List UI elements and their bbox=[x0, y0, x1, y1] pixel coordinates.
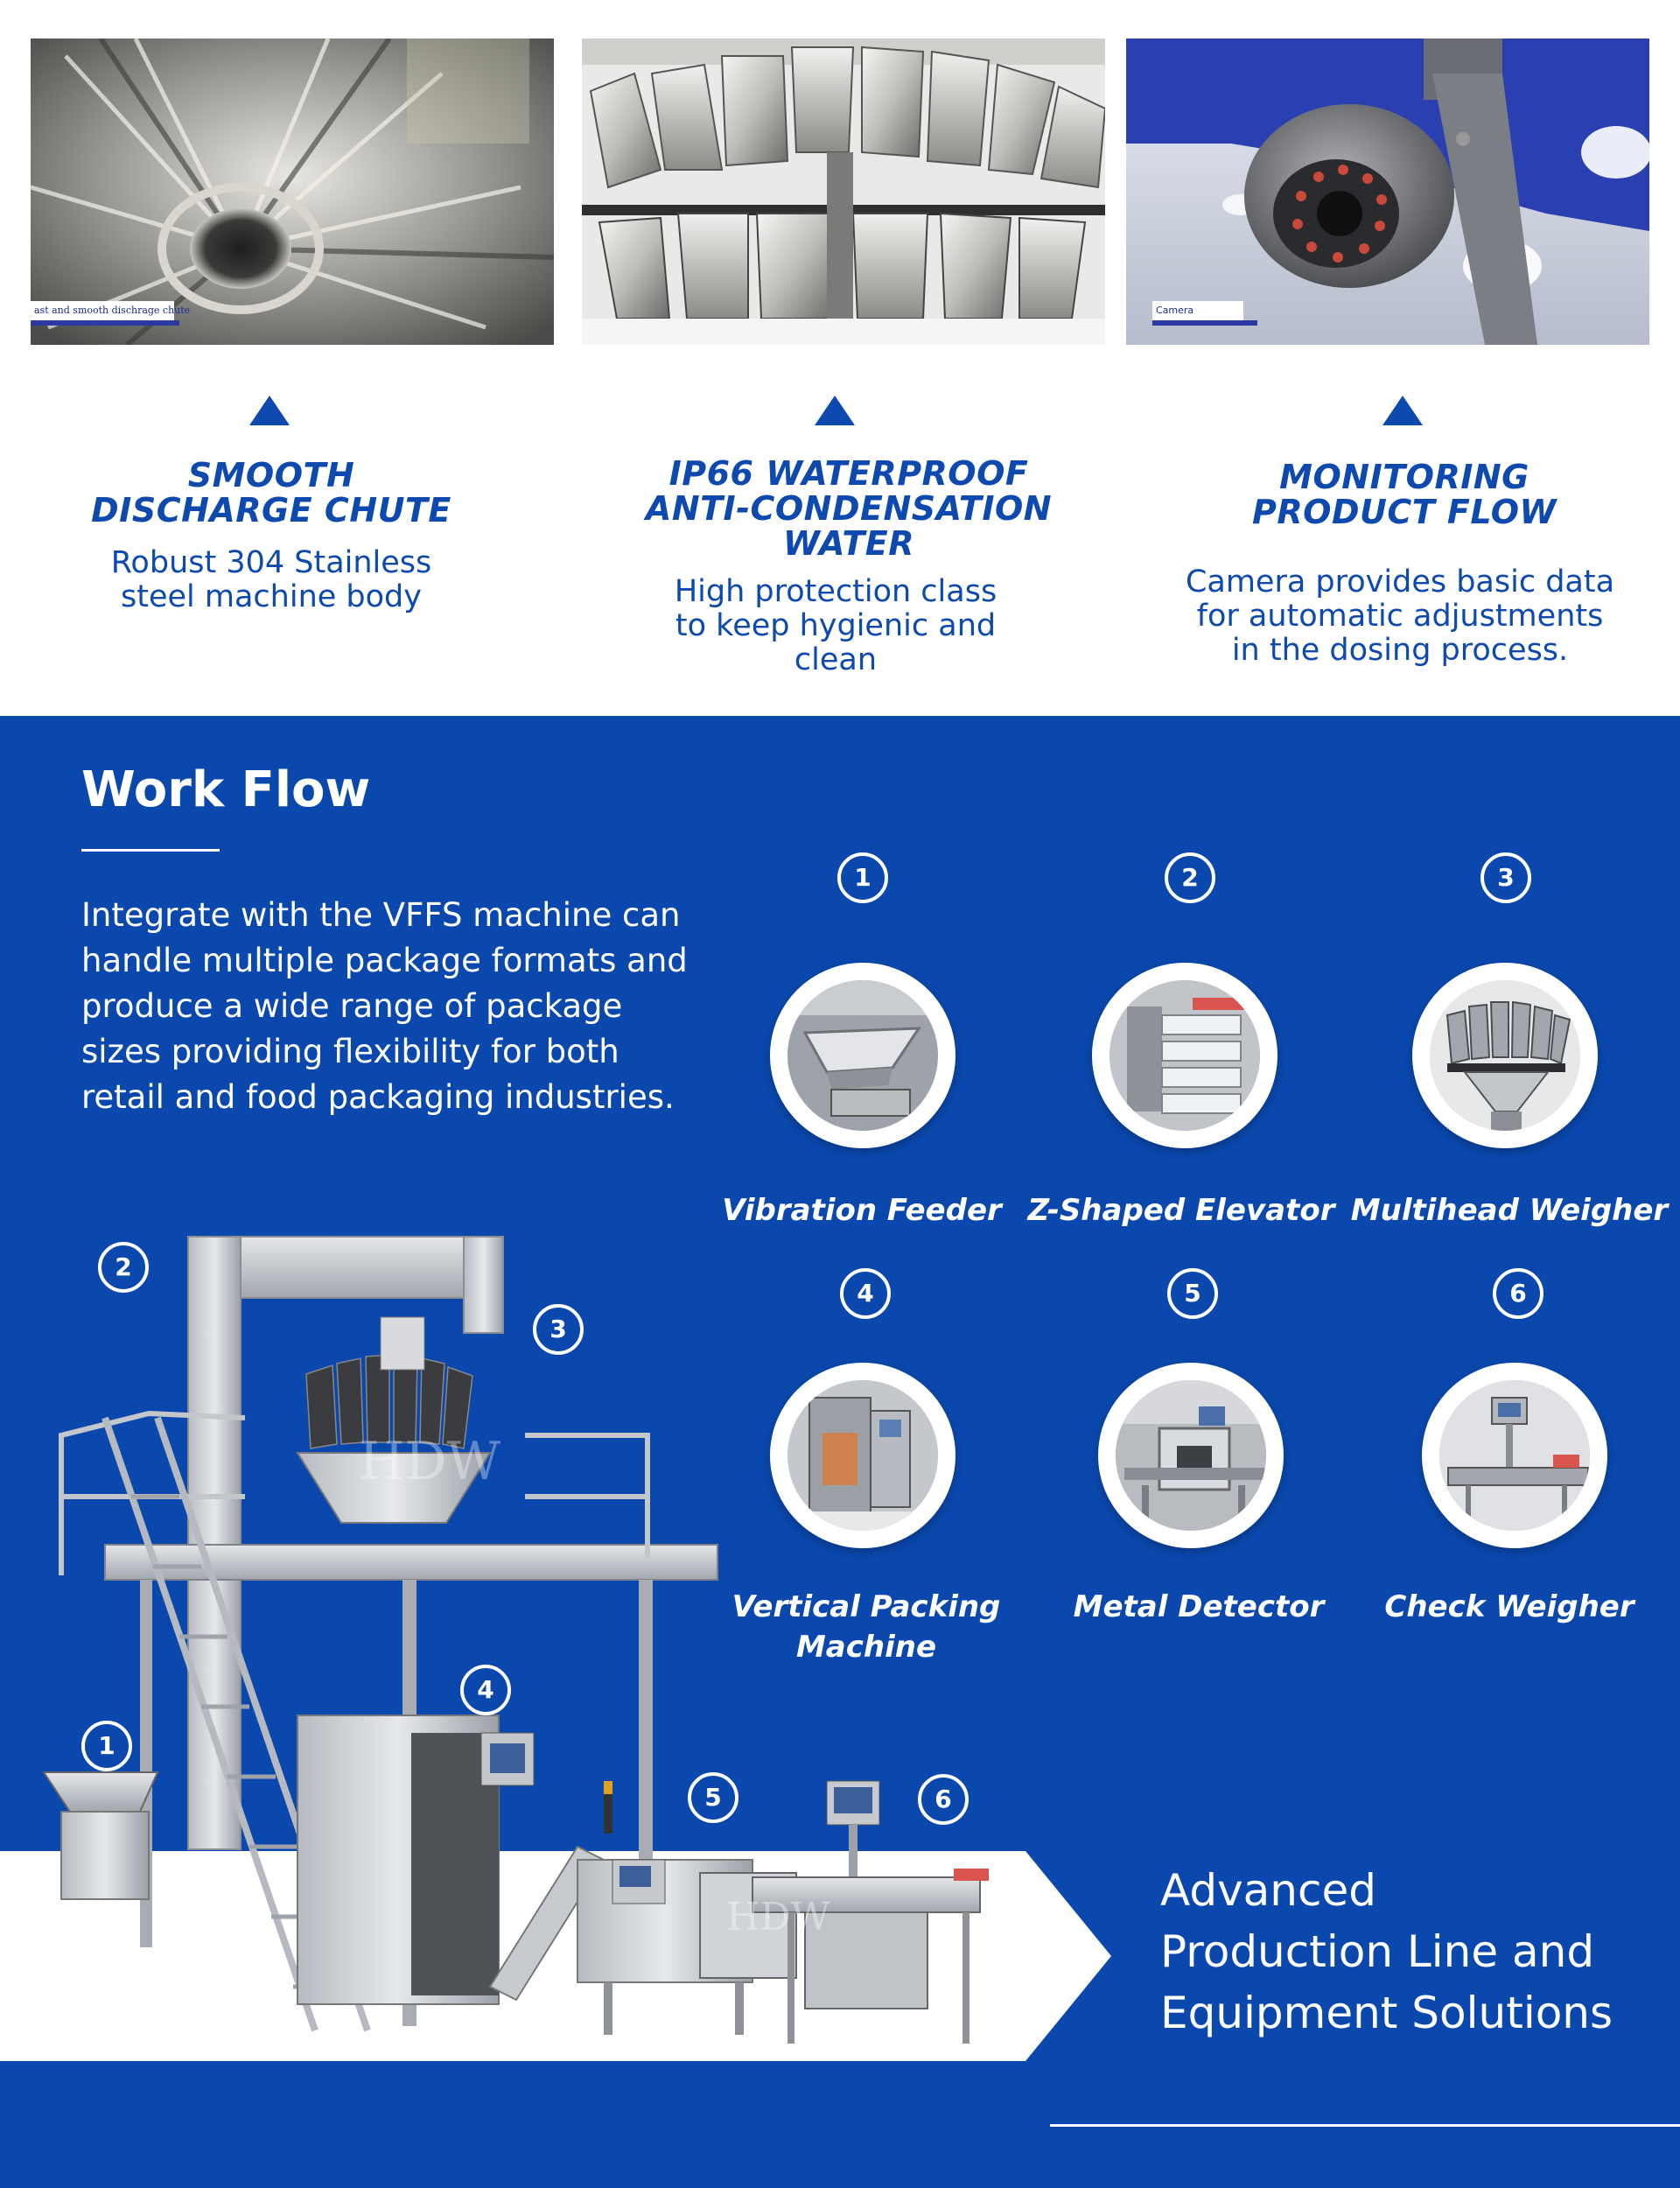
feature-title-line: IP66 WATERPROOF bbox=[668, 454, 1029, 493]
step-label-line: Machine bbox=[795, 1630, 937, 1665]
bottom-divider bbox=[1050, 2124, 1680, 2127]
caption-bar bbox=[1152, 320, 1257, 326]
step-label: Z-Shaped Elevator bbox=[1027, 1193, 1335, 1228]
photo-caption: ast and smooth dischrage chute bbox=[31, 301, 190, 320]
feature-desc-line: High protection class bbox=[674, 574, 998, 609]
camera-image bbox=[1126, 39, 1649, 345]
machine-marker: 3 bbox=[533, 1304, 584, 1355]
step-number: 5 bbox=[1167, 1268, 1218, 1319]
tagline-line: Advanced bbox=[1160, 1865, 1376, 1916]
step-image-multihead-weigher bbox=[1412, 963, 1598, 1148]
feature-title-discharge: SMOOTH DISCHARGE CHUTE bbox=[52, 458, 490, 528]
watermark-text: HDW bbox=[726, 1895, 831, 1939]
step-label: Metal Detector bbox=[1073, 1589, 1325, 1624]
feature-title-line: ANTI-CONDENSATION bbox=[645, 489, 1053, 528]
feature-desc-line: to keep hygienic and bbox=[675, 608, 997, 643]
feature-title-line: SMOOTH bbox=[187, 456, 355, 494]
step-image-check-weigher bbox=[1422, 1363, 1607, 1548]
feature-title-line: PRODUCT FLOW bbox=[1252, 493, 1557, 531]
feature-desc-line: Camera provides basic data bbox=[1185, 565, 1615, 600]
photo-caption: Camera bbox=[1152, 301, 1243, 320]
multihead-weigher-thumbnail bbox=[1430, 980, 1580, 1131]
tagline: Advanced Production Line and Equipment S… bbox=[1160, 1860, 1613, 2044]
feature-desc-waterproof: High protection class to keep hygienic a… bbox=[612, 575, 1059, 677]
metal-detector-thumbnail bbox=[1116, 1380, 1266, 1531]
machine-marker: 4 bbox=[460, 1665, 511, 1715]
machine-marker: 1 bbox=[81, 1721, 132, 1771]
step-number: 3 bbox=[1480, 852, 1531, 903]
title-underline bbox=[81, 849, 220, 852]
step-image-z-elevator bbox=[1092, 963, 1278, 1148]
feature-desc-discharge: Robust 304 Stainless steel machine body bbox=[52, 546, 490, 614]
step-label: Vertical Packing Machine bbox=[700, 1587, 1032, 1667]
caption-bar bbox=[31, 320, 179, 326]
photo-discharge-chute: ast and smooth dischrage chute bbox=[31, 39, 554, 345]
step-image-vibration-feeder bbox=[770, 963, 956, 1148]
step-number: 2 bbox=[1165, 852, 1215, 903]
tagline-line: Equipment Solutions bbox=[1160, 1988, 1614, 2038]
feature-desc-line: steel machine body bbox=[121, 579, 422, 614]
triangle-up-icon bbox=[249, 396, 290, 425]
photo-camera: Camera bbox=[1126, 39, 1649, 345]
feature-desc-line: in the dosing process. bbox=[1231, 633, 1569, 668]
machine-marker: 5 bbox=[688, 1772, 738, 1823]
step-label: Multihead Weigher bbox=[1350, 1193, 1669, 1228]
feature-desc-line: clean bbox=[794, 642, 878, 677]
step-label: Check Weigher bbox=[1384, 1589, 1634, 1624]
machine-marker: 2 bbox=[98, 1242, 149, 1293]
triangle-up-icon bbox=[815, 396, 855, 425]
vertical-packing-thumbnail bbox=[788, 1380, 938, 1531]
z-elevator-thumbnail bbox=[1110, 980, 1260, 1131]
vibration-feeder-thumbnail bbox=[788, 980, 938, 1131]
step-image-vertical-packing bbox=[770, 1363, 956, 1548]
feature-title-monitoring: MONITORING PRODUCT FLOW bbox=[1190, 459, 1619, 529]
triangle-up-icon bbox=[1382, 396, 1423, 425]
tagline-line: Production Line and bbox=[1160, 1926, 1595, 1977]
watermark-text: HDW bbox=[359, 1431, 500, 1492]
waterproof-buckets-image bbox=[582, 39, 1105, 345]
workflow-title: Work Flow bbox=[81, 761, 371, 818]
step-number: 4 bbox=[840, 1268, 891, 1319]
feature-desc-line: Robust 304 Stainless bbox=[110, 545, 432, 580]
step-label-line: Vertical Packing bbox=[732, 1589, 1001, 1624]
workflow-description: Integrate with the VFFS machine can hand… bbox=[81, 896, 688, 1116]
machine-marker: 6 bbox=[918, 1774, 969, 1825]
check-weigher-thumbnail bbox=[1439, 1380, 1590, 1531]
feature-title-line: WATER bbox=[783, 524, 914, 563]
feature-title-waterproof: IP66 WATERPROOF ANTI-CONDENSATION WATER bbox=[612, 456, 1085, 561]
feature-desc-line: for automatic adjustments bbox=[1196, 599, 1604, 634]
step-number: 6 bbox=[1493, 1268, 1544, 1319]
discharge-chute-image bbox=[31, 39, 554, 345]
photo-multihead-buckets bbox=[582, 39, 1105, 345]
step-label: Vibration Feeder bbox=[722, 1193, 1002, 1228]
feature-title-line: DISCHARGE CHUTE bbox=[91, 491, 452, 529]
feature-title-line: MONITORING bbox=[1279, 458, 1530, 496]
step-number: 1 bbox=[837, 852, 888, 903]
production-line-illustration: HDW HDW bbox=[42, 1236, 989, 2044]
feature-desc-monitoring: Camera provides basic data for automatic… bbox=[1146, 565, 1654, 668]
step-image-metal-detector bbox=[1098, 1363, 1284, 1548]
